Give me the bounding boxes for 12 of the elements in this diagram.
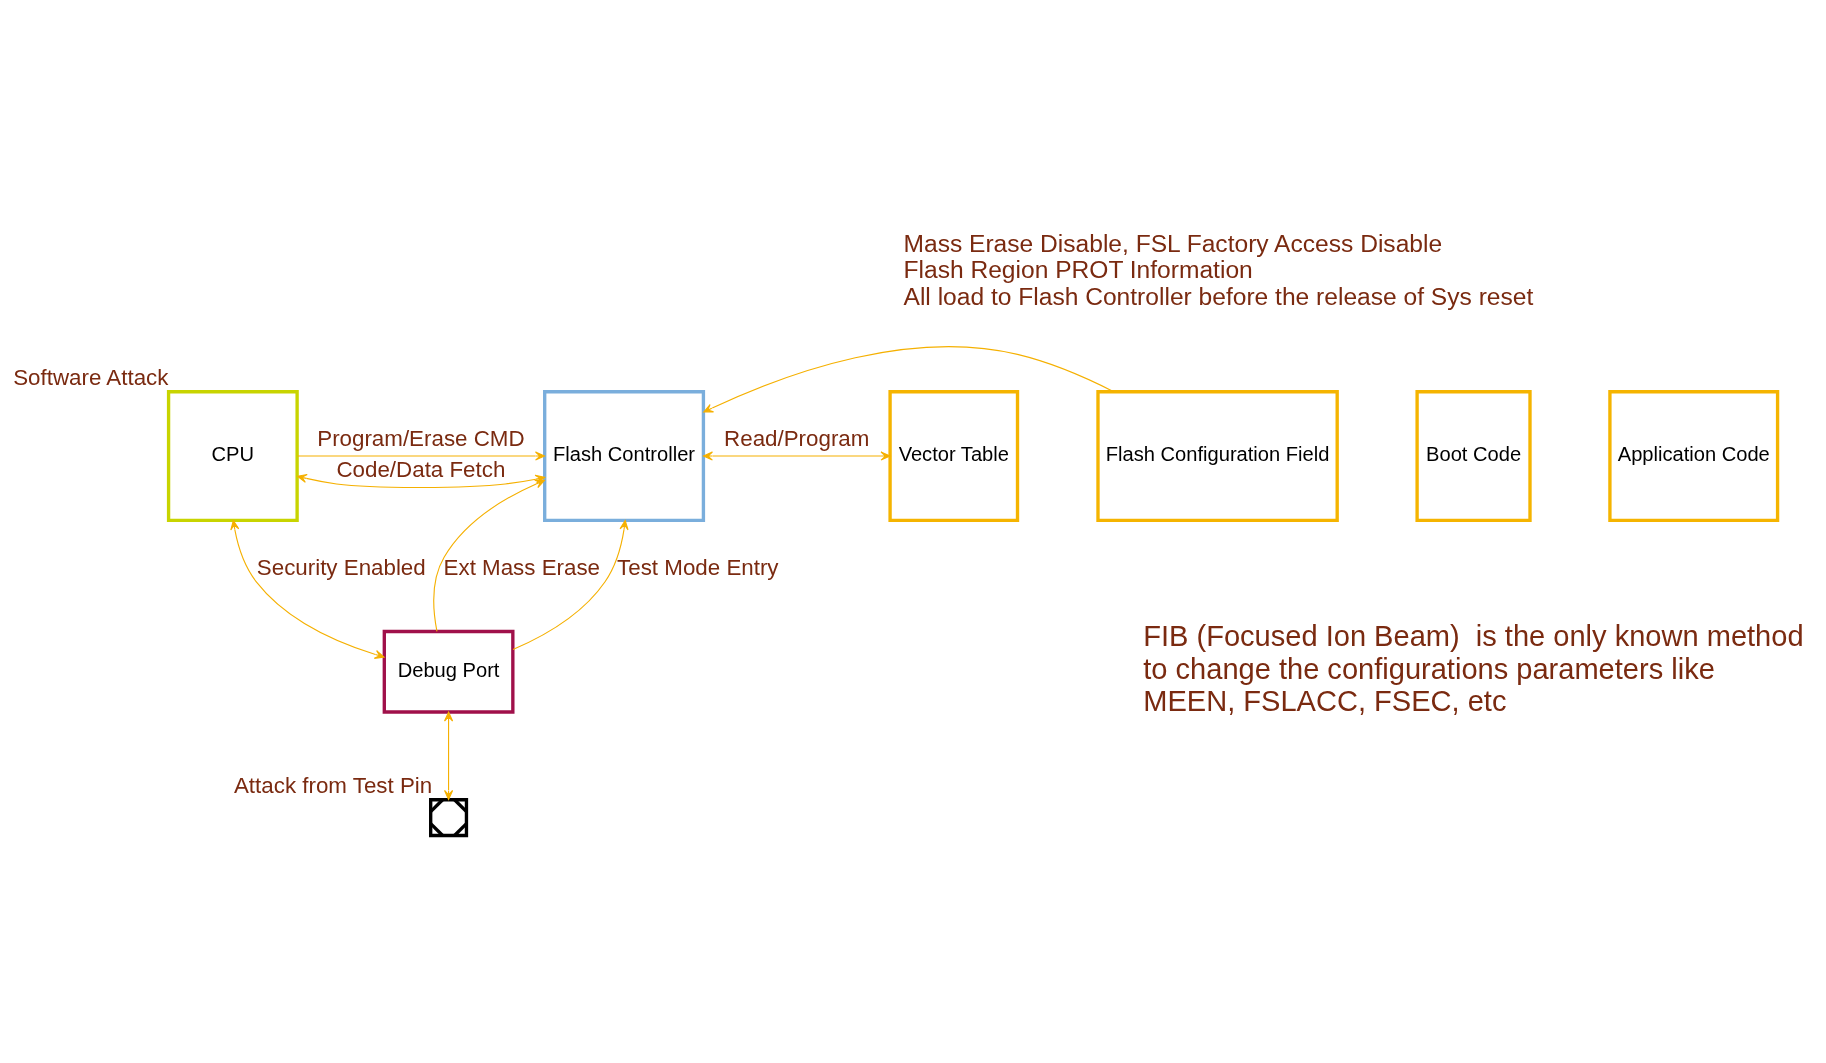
edge-label: Program/Erase CMD bbox=[317, 425, 525, 451]
node-label: Attack from Test Pin bbox=[233, 773, 433, 799]
node-label: Software Attack bbox=[13, 365, 169, 391]
label: FIB (Focused Ion Beam) is the only known method to change the configurations parameters like MEEN, FSLACC, FSEC, etc bbox=[1143, 620, 1804, 718]
edge-label: Code/Data Fetch bbox=[336, 457, 506, 483]
label: Flash Region PROT Information bbox=[903, 256, 1253, 284]
edge-label: Security Enabled bbox=[256, 555, 426, 581]
edge-label: Ext Mass Erase bbox=[443, 555, 601, 581]
label: All load to Flash Controller before the release of Sys reset bbox=[903, 283, 1534, 311]
edge-label: Test Mode Entry bbox=[617, 555, 779, 581]
label: Mass Erase Disable, FSL Factory Access Disable bbox=[903, 229, 1443, 257]
edge-label: Read/Program bbox=[724, 425, 870, 451]
